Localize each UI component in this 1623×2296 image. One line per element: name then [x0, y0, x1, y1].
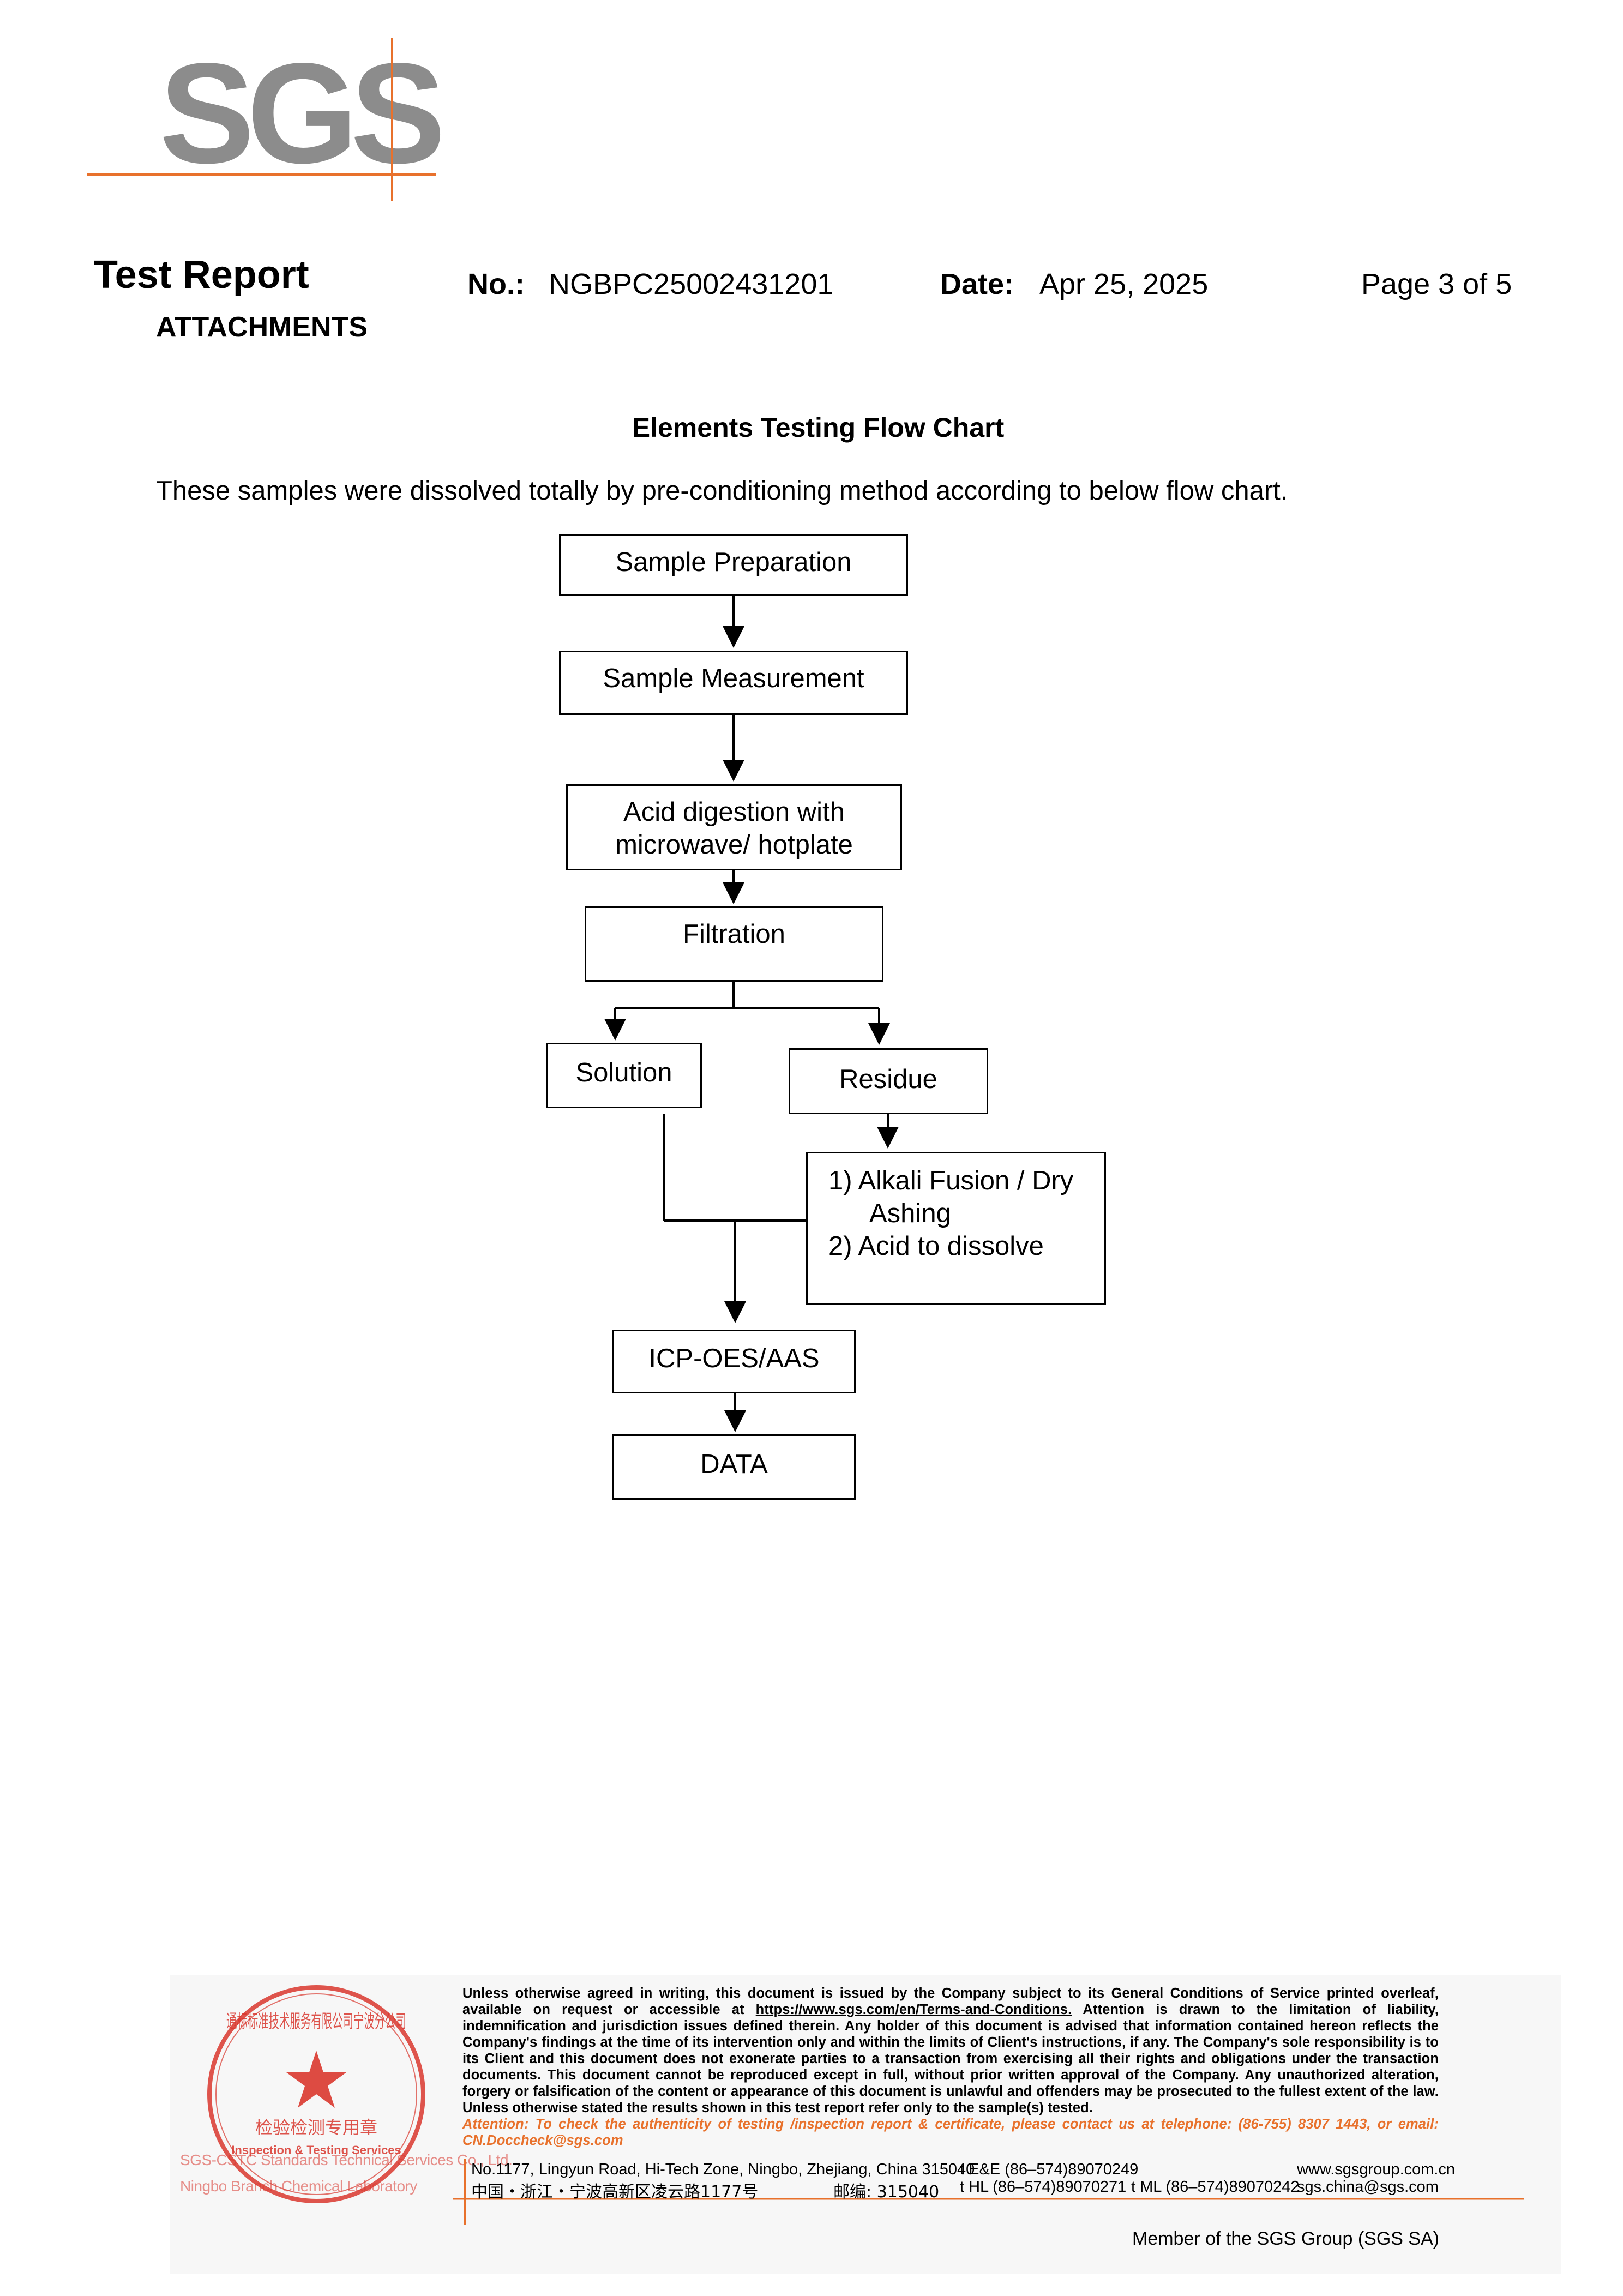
website[interactable]: www.sgsgroup.com.cn: [1297, 2161, 1456, 2178]
stamp-company: SGS-CSTC Standards Technical Services Co…: [180, 2151, 513, 2168]
stamp-center-label: Inspection & Testing Services: [231, 2143, 401, 2157]
fusion-line3: 2) Acid to dissolve: [828, 1231, 1044, 1261]
box-sample-preparation-label: Sample Preparation: [615, 548, 852, 577]
box-residue-label: Residue: [839, 1065, 937, 1094]
email[interactable]: sgs.china@sgs.com: [1297, 2178, 1439, 2196]
box-icp: ICP-OES/AAS: [612, 1330, 856, 1393]
footer-panel: [170, 1975, 1561, 2274]
box-sample-measurement-label: Sample Measurement: [603, 664, 864, 693]
terms-link[interactable]: https://www.sgs.com/en/Terms-and-Conditi…: [755, 2002, 1072, 2017]
fusion-line2: Ashing: [869, 1199, 951, 1228]
acid-digestion-line1: Acid digestion with: [623, 797, 845, 827]
official-stamp: 通标标准技术服务有限公司宁波分公司 检验检测专用章 Inspection & T…: [207, 1985, 425, 2203]
flowchart-heading: Elements Testing Flow Chart: [632, 412, 1005, 443]
box-residue: Residue: [789, 1048, 988, 1114]
box-data: DATA: [612, 1434, 856, 1500]
tel-hl: t HL (86–574)89070271: [960, 2178, 1127, 2196]
footer-disclaimer: Unless otherwise agreed in writing, this…: [462, 1985, 1439, 2149]
box-acid-digestion: Acid digestion with microwave/ hotplate: [566, 784, 902, 870]
report-no-value: NGBPC25002431201: [549, 268, 834, 300]
date-value: Apr 25, 2025: [1039, 268, 1209, 300]
sgs-logo: SGS: [87, 38, 447, 201]
stamp-cn-mid: 检验检测专用章: [255, 2117, 377, 2138]
box-data-label: DATA: [700, 1450, 768, 1479]
attachments-label: ATTACHMENTS: [156, 311, 368, 343]
box-solution: Solution: [546, 1043, 702, 1108]
stamp-star-icon: [286, 2051, 346, 2108]
postcode-cn: 邮编: 315040: [833, 2183, 940, 2202]
member-note: Member of the SGS Group (SGS SA): [1132, 2228, 1440, 2249]
tel-ml: t ML (86–574)89070242: [1131, 2178, 1300, 2196]
box-solution-label: Solution: [575, 1058, 672, 1087]
fusion-line1: 1) Alkali Fusion / Dry: [828, 1166, 1074, 1195]
stamp-branch: Ningbo Branch Chemical Laboratory: [180, 2178, 417, 2195]
date-label: Date:: [940, 268, 1014, 300]
box-icp-label: ICP-OES/AAS: [648, 1344, 820, 1373]
acid-digestion-line2: microwave/ hotplate: [615, 830, 853, 860]
address-cn: 中国・浙江・宁波高新区凌云路1177号: [471, 2183, 759, 2202]
intro-text: These samples were dissolved totally by …: [156, 476, 1288, 506]
box-fusion: 1) Alkali Fusion / Dry Ashing 2) Acid to…: [806, 1152, 1106, 1305]
box-sample-preparation: Sample Preparation: [559, 534, 908, 596]
tel-ee: t E&E (86–574)89070249: [960, 2161, 1139, 2178]
box-filtration: Filtration: [585, 906, 883, 982]
box-sample-measurement: Sample Measurement: [559, 651, 908, 715]
address-en: No.1177, Lingyun Road, Hi-Tech Zone, Nin…: [471, 2161, 975, 2178]
disclaimer-part1: Unless otherwise agreed in writing, this…: [462, 1986, 1439, 2017]
box-filtration-label: Filtration: [683, 919, 785, 949]
disclaimer-part2: Attention is drawn to the limitation of …: [462, 2002, 1439, 2115]
stamp-cn-top: 通标标准技术服务有限公司宁波分公司: [226, 2011, 406, 2033]
report-title: Test Report: [94, 253, 309, 297]
attention-note: Attention: To check the authenticity of …: [462, 2117, 1439, 2148]
logo-wordmark: SGS: [159, 38, 442, 193]
report-no-label: No.:: [467, 268, 525, 300]
page-number: Page 3 of 5: [1361, 268, 1512, 300]
